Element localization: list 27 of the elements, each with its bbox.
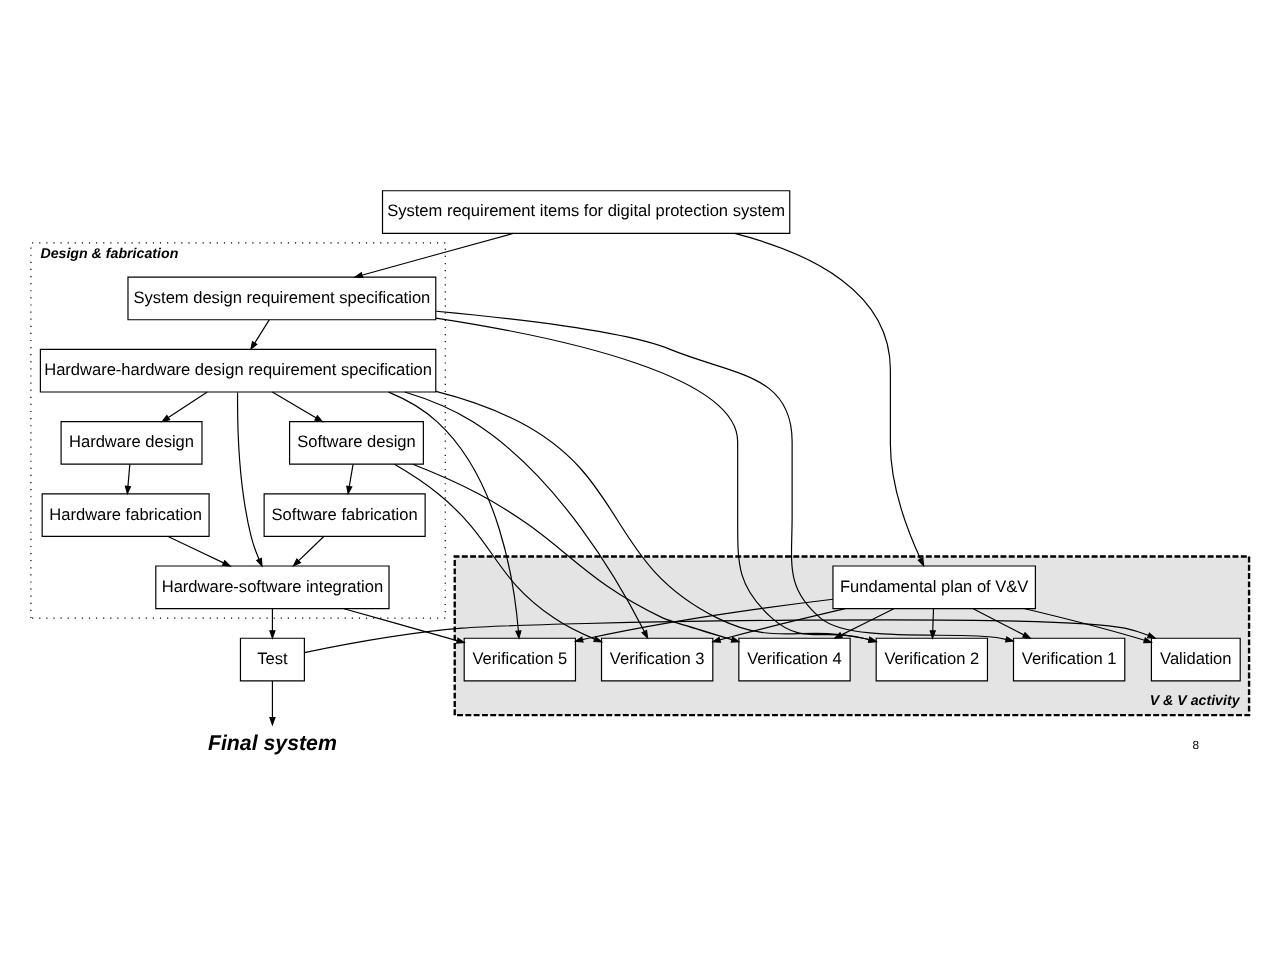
arrow <box>271 391 324 423</box>
arrow <box>388 391 522 640</box>
arrow <box>303 619 1157 654</box>
arrow <box>435 310 1015 643</box>
arrow <box>292 535 325 567</box>
arrow <box>124 463 132 496</box>
arrow <box>269 680 276 727</box>
arrow <box>393 463 604 643</box>
arrow <box>236 391 263 568</box>
arrow <box>1024 608 1153 644</box>
arrow <box>833 608 895 639</box>
arrow <box>435 317 878 643</box>
arrow <box>249 319 270 351</box>
arrow <box>972 608 1032 639</box>
arrow <box>353 232 514 279</box>
arrow <box>734 232 925 568</box>
arrow <box>929 608 937 640</box>
arrow <box>269 608 276 640</box>
arrow <box>412 463 741 643</box>
arrow <box>711 608 846 643</box>
arrow <box>404 391 649 640</box>
node-text: Final system <box>207 731 337 756</box>
arrow <box>160 391 208 423</box>
arrow <box>435 390 878 643</box>
arrow <box>343 608 466 644</box>
arrow <box>573 598 834 643</box>
arrow <box>346 463 354 496</box>
